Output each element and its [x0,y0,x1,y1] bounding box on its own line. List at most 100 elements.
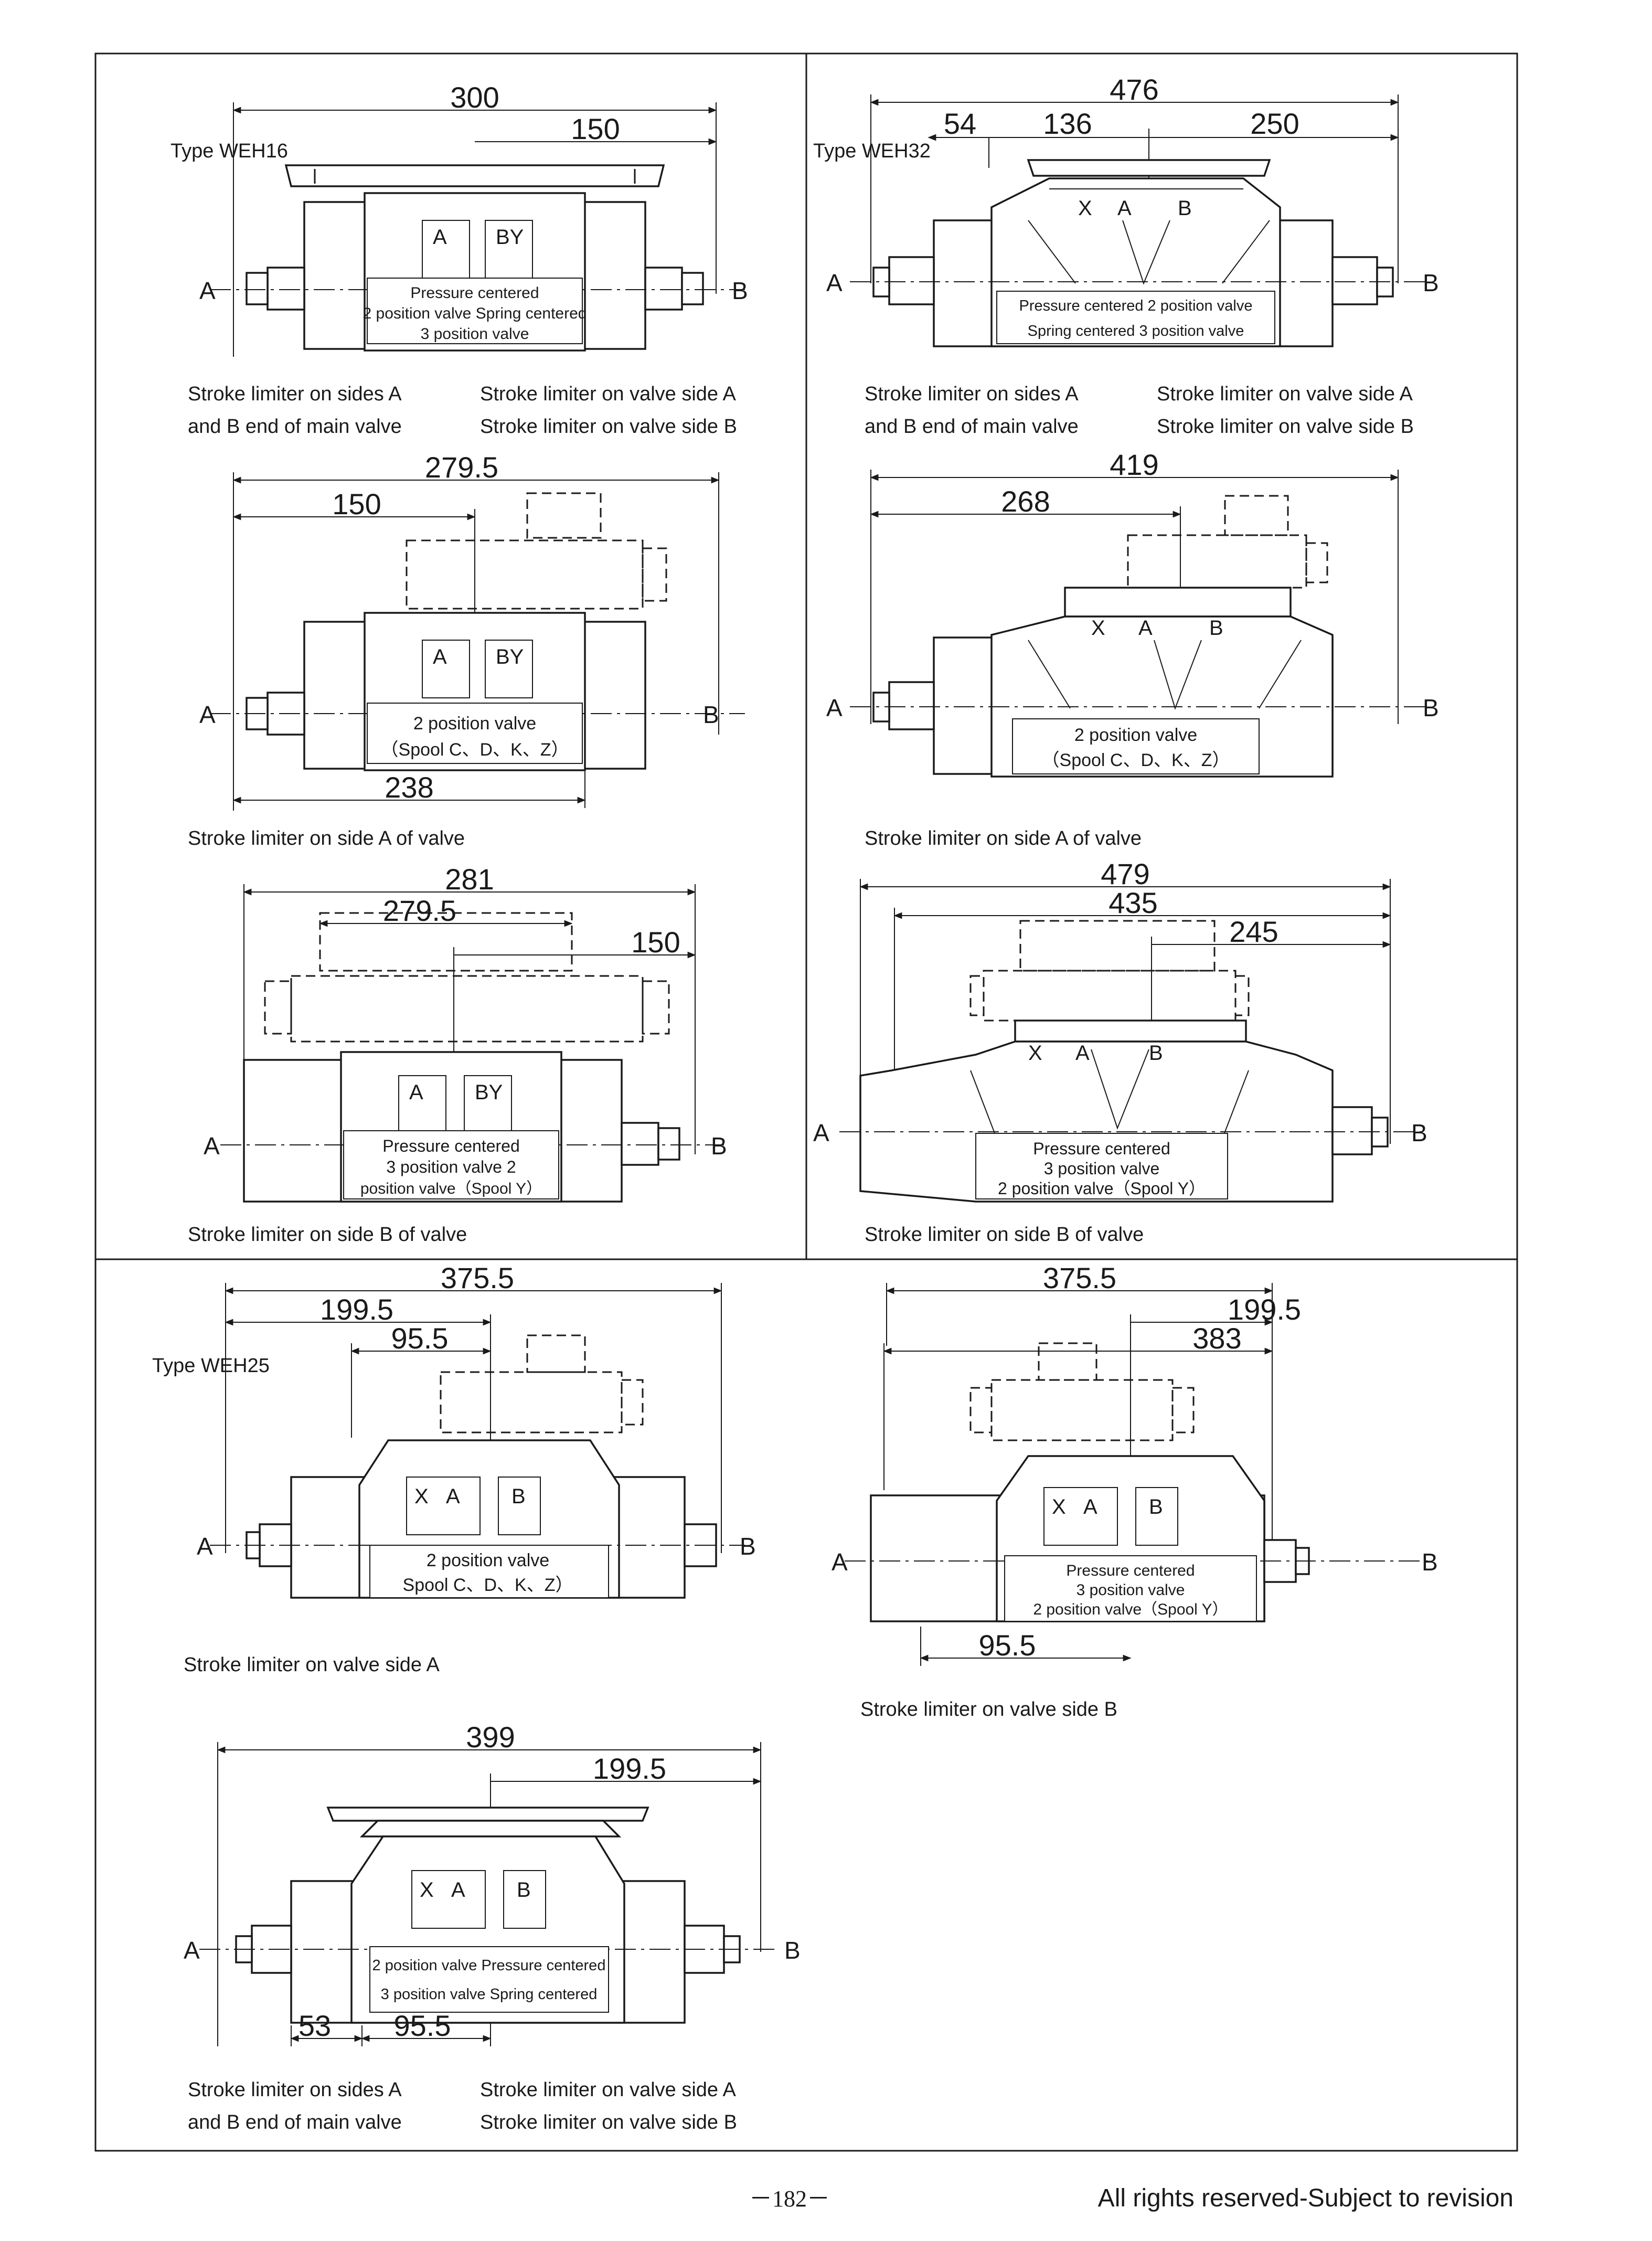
label-1: 2 position valve Pressure centered [372,1957,606,1974]
dim-245: 245 [1229,915,1278,948]
label-3: 2 position valve（Spool Y） [1033,1601,1228,1618]
caption-side-a: Stroke limiter on side A of valve [865,827,1142,849]
dim-95-5: 95.5 [391,1322,449,1355]
port-a: A [826,694,843,721]
label-1: Pressure centered 2 position valve [1019,298,1253,314]
label-1: 2 position valve [1074,725,1197,745]
caption-side-b: Stroke limiter on side B of valve [188,1224,467,1246]
port-mark-a: A [409,1081,423,1104]
caption-valve-side-b: Stroke limiter on valve side B [1157,416,1414,438]
port-b: B [1423,269,1439,296]
port-mark-b: B [1149,1042,1163,1065]
port-mark-a: A [433,645,447,668]
caption-valve-side-a: Stroke limiter on valve side A [184,1654,440,1676]
caption-valve-side-b: Stroke limiter on valve side B [860,1698,1117,1720]
label-2: （Spool C、D、K、Z） [381,740,569,760]
port-b: B [1411,1119,1427,1146]
dim-54: 54 [944,107,976,140]
page-number: －182－ [749,2186,830,2212]
port-a: A [197,1533,213,1560]
port-x: X [1028,1042,1042,1065]
port-b: B [1422,1548,1438,1576]
port-mark-by: BY [475,1081,503,1104]
label-2: （Spool C、D、K、Z） [1042,750,1230,770]
label-1: 2 position valve [413,714,536,734]
caption-sides-ab-2: and B end of main valve [865,416,1079,438]
port-mark-a: A [451,1878,465,1902]
type-weh25: Type WEH25 [152,1355,270,1377]
label-1: 2 position valve [427,1550,549,1570]
dim-268: 268 [1001,485,1050,518]
port-a: A [204,1132,220,1160]
port-a: A [813,1119,829,1146]
dim-375-5: 375.5 [1043,1261,1116,1294]
caption-side-b: Stroke limiter on side B of valve [865,1224,1144,1246]
port-mark-a: A [1075,1042,1090,1065]
dim-375-5: 375.5 [441,1261,514,1294]
dim-150: 150 [332,487,381,521]
port-a: A [184,1937,200,1964]
label-1: Pressure centered [410,284,539,302]
label-2: Spool C、D、K、Z） [403,1575,573,1595]
caption-valve-side-b: Stroke limiter on valve side B [480,416,737,438]
port-b: B [711,1132,727,1160]
caption-valve-side-a: Stroke limiter on valve side A [480,2079,737,2101]
caption-sides-ab-1: Stroke limiter on sides A [188,2079,402,2101]
dim-279-5: 279.5 [425,451,498,484]
dim-399: 399 [466,1720,515,1754]
dim-199-5: 199.5 [320,1293,393,1326]
port-x: X [420,1878,434,1902]
dim-476: 476 [1110,73,1158,106]
port-x: X [1091,617,1105,640]
dim-150: 150 [631,926,680,959]
caption-valve-side-a: Stroke limiter on valve side A [1157,383,1413,405]
panel-weh25-side-b: 375.5 199.5 383 X A B A B Pressure cente… [832,1261,1438,1720]
port-mark-a: A [1117,197,1132,220]
port-mark-b: B [1149,1495,1163,1518]
type-weh16: Type WEH16 [170,140,288,162]
port-mark-a: A [1083,1495,1097,1518]
dim-136: 136 [1043,107,1092,140]
panel-weh25-ab-limiter: 399 199.5 X A B A B 2 position valve Pre… [184,1720,801,2133]
label-2: 3 position valve [1044,1159,1160,1178]
dim-250: 250 [1250,107,1299,140]
port-mark-by: BY [496,226,524,249]
caption-valve-side-a: Stroke limiter on valve side A [480,383,737,405]
caption-sides-ab-1: Stroke limiter on sides A [865,383,1079,405]
label-2: 3 position valve [1077,1581,1185,1599]
port-x: X [1052,1495,1066,1518]
port-x: X [414,1485,429,1508]
panel-weh16-side-b: 281 279.5 150 A BY A B Pressure centered… [188,863,727,1246]
port-x: X [1078,197,1092,220]
label-3: position valve（Spool Y） [360,1180,542,1197]
port-a: A [199,701,216,728]
port-b: B [740,1533,756,1560]
label-2: 3 position valve 2 [386,1157,516,1176]
panel-weh16-ab-limiter: 300 150 Type WEH16 A BY A B Pressure cen… [170,81,748,438]
port-mark-by: BY [496,645,524,668]
port-mark-a: A [433,226,447,249]
port-mark-b: B [517,1878,531,1902]
dim-300: 300 [450,81,499,114]
caption-sides-ab-2: and B end of main valve [188,416,402,438]
port-a: A [826,269,843,296]
dim-281: 281 [445,863,494,896]
dim-53: 53 [299,2009,331,2042]
port-b: B [703,701,719,728]
label-3: 3 position valve [421,325,529,343]
dim-150: 150 [571,112,620,145]
caption-valve-side-b: Stroke limiter on valve side B [480,2111,737,2133]
caption-sides-ab-2: and B end of main valve [188,2111,402,2133]
type-weh32: Type WEH32 [813,140,931,162]
panel-weh25-side-a: 375.5 199.5 95.5 Type WEH25 X A B A B 2 … [152,1261,756,1676]
dim-419: 419 [1110,448,1158,481]
rights-notice: All rights reserved-Subject to revision [1098,2184,1514,2212]
panel-weh32-side-b: 479 435 245 X A B A B Pressure centered … [813,857,1427,1246]
dim-199-5: 199.5 [593,1752,666,1785]
label-2: Spring centered 3 position valve [1028,323,1244,339]
port-mark-b: B [1209,617,1223,640]
panel-weh32-ab-limiter: 476 54 136 250 Type WEH32 X A B A B Pres… [813,73,1439,438]
dim-479: 479 [1101,857,1149,890]
label-1: Pressure centered [382,1137,519,1155]
